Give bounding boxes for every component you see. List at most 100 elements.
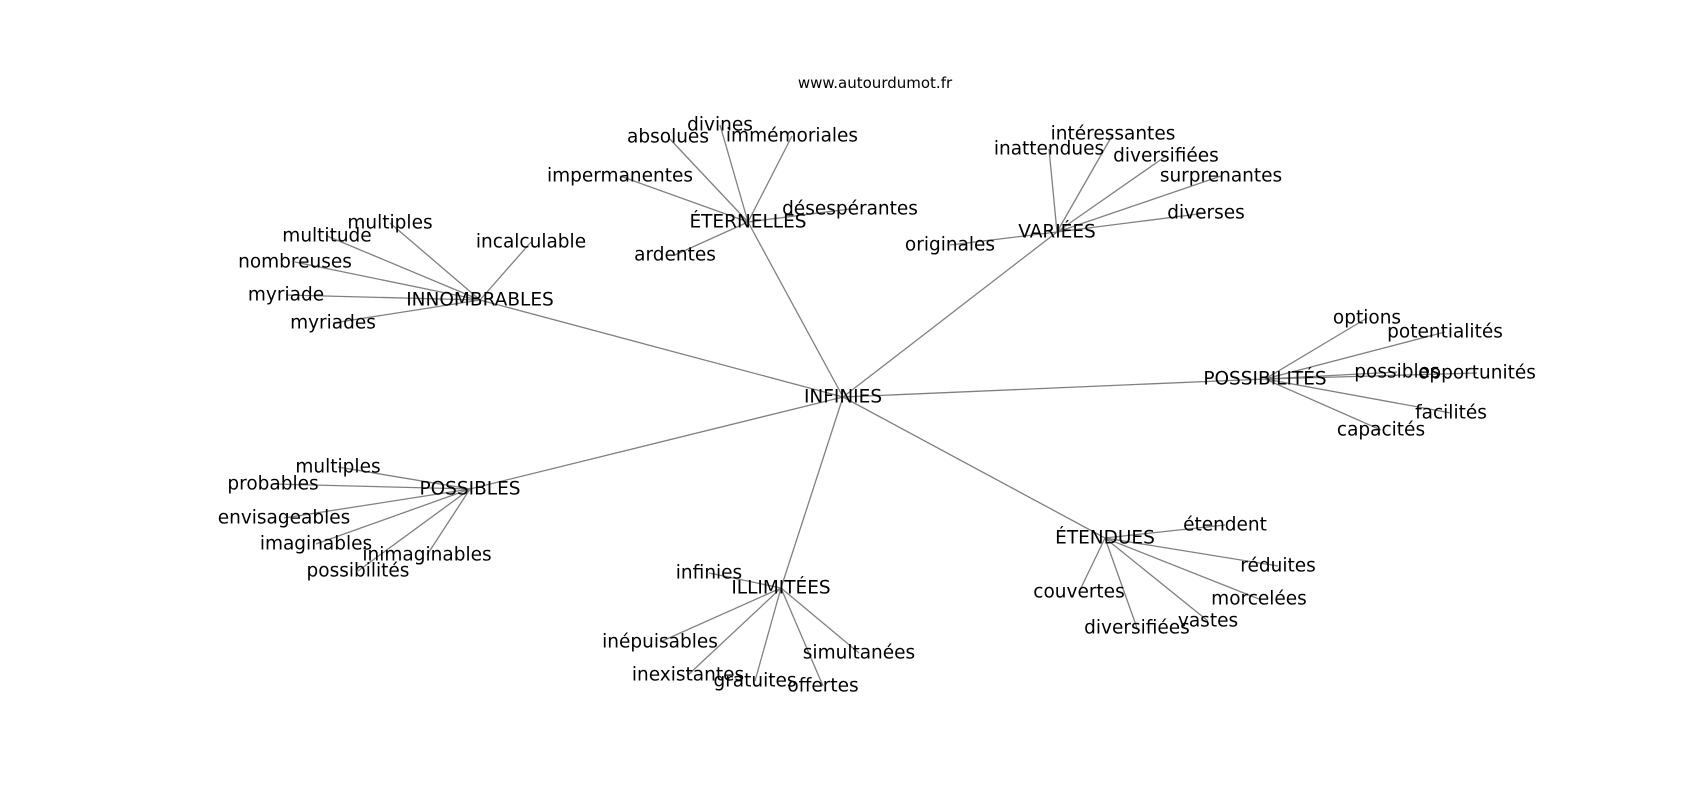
leaf-node[interactable]: possibilités xyxy=(307,561,410,582)
hub-node-innombrables[interactable]: INNOMBRABLES xyxy=(406,290,554,311)
edge-possibilites-leaf xyxy=(1264,378,1382,431)
leaf-node[interactable]: inimaginables xyxy=(362,545,491,566)
edge-possibilites-leaf xyxy=(1264,378,1452,414)
edge-possibilites-leaf xyxy=(1264,331,1446,380)
edge-illimitees-leaf xyxy=(780,587,860,654)
leaf-node[interactable]: intéressantes xyxy=(1051,124,1176,145)
edge-variees-leaf xyxy=(1048,148,1058,233)
leaf-node[interactable]: diversifiées xyxy=(1113,146,1219,167)
leaf-node[interactable]: originales xyxy=(905,235,995,256)
edge-possibles-leaf xyxy=(357,488,471,572)
edge-etendues-leaf xyxy=(1104,537,1279,567)
hub-node-possibilites[interactable]: POSSIBILITÉS xyxy=(1203,368,1326,390)
edge-possibles-leaf xyxy=(272,483,471,490)
edge-innombrables-leaf xyxy=(285,294,481,301)
edge-possibilites-leaf xyxy=(1264,317,1368,380)
leaf-node[interactable]: étendent xyxy=(1183,515,1267,536)
edge-center-innombrables xyxy=(479,299,844,398)
leaf-node[interactable]: potentialités xyxy=(1387,322,1503,343)
edge-center-eternelles xyxy=(747,221,844,398)
edge-innombrables-leaf xyxy=(294,261,481,301)
edge-etendues-leaf xyxy=(1104,524,1226,539)
edge-etendues-leaf xyxy=(1104,537,1260,600)
edge-variees-leaf xyxy=(1056,175,1222,233)
hub-node-possibles[interactable]: POSSIBLES xyxy=(419,479,520,500)
edge-possibles-leaf xyxy=(426,488,471,556)
edge-eternelles-leaf xyxy=(747,135,793,223)
edge-eternelles-leaf xyxy=(619,175,749,223)
edge-illimitees-leaf xyxy=(780,587,824,687)
edge-innombrables-leaf xyxy=(332,299,481,324)
edge-eternelles-leaf xyxy=(747,208,851,223)
leaf-node[interactable]: options xyxy=(1333,308,1401,329)
hub-node-eternelles[interactable]: ÉTERNELLES xyxy=(689,211,806,233)
hub-node-etendues[interactable]: ÉTENDUES xyxy=(1055,527,1155,549)
leaf-node[interactable]: opportunités xyxy=(1418,363,1536,384)
leaf-node[interactable]: réduites xyxy=(1240,556,1315,577)
edge-variees-leaf xyxy=(1056,155,1167,233)
leaf-node[interactable]: gratuites xyxy=(713,671,796,692)
edge-center-possibles xyxy=(469,396,844,490)
leaf-node[interactable]: myriade xyxy=(248,285,324,306)
leaf-node[interactable]: inattendues xyxy=(994,139,1104,160)
edge-center-variees xyxy=(842,231,1058,398)
site-url: www.autourdumot.fr xyxy=(798,74,953,92)
leaf-node[interactable]: imaginables xyxy=(260,534,372,555)
center-node[interactable]: INFINIES xyxy=(804,387,882,408)
leaf-node[interactable]: simultanées xyxy=(803,643,915,664)
edge-possibilites-leaf xyxy=(1264,372,1478,380)
edge-eternelles-leaf xyxy=(667,136,749,223)
leaf-node[interactable]: envisageables xyxy=(218,508,351,529)
edge-innombrables-leaf xyxy=(326,235,481,301)
hub-node-illimitees[interactable]: ILLIMITÉES xyxy=(731,577,830,599)
graph-edges xyxy=(272,124,1478,687)
leaf-node[interactable]: absolues xyxy=(627,127,709,148)
edge-etendues-leaf xyxy=(1104,537,1138,629)
leaf-node[interactable]: offertes xyxy=(787,676,858,697)
edge-center-possibilites xyxy=(842,378,1266,398)
edge-center-illimitees xyxy=(780,396,844,589)
edge-eternelles-leaf xyxy=(674,221,749,256)
leaf-node[interactable]: couvertes xyxy=(1033,582,1124,603)
leaf-node[interactable]: diversifiées xyxy=(1084,618,1190,639)
leaf-node[interactable]: surprenantes xyxy=(1160,166,1282,187)
leaf-node[interactable]: myriades xyxy=(290,313,376,334)
leaf-node[interactable]: diverses xyxy=(1167,203,1244,224)
leaf-node[interactable]: ardentes xyxy=(634,245,716,266)
leaf-node[interactable]: nombreuses xyxy=(238,252,352,273)
leaf-node[interactable]: inépuisables xyxy=(602,632,718,653)
edge-possibles-leaf xyxy=(337,466,471,490)
edge-illimitees-leaf xyxy=(754,587,782,682)
edge-etendues-leaf xyxy=(1078,537,1106,593)
edge-eternelles-leaf xyxy=(719,124,749,223)
leaf-node[interactable]: possibles xyxy=(1354,362,1439,383)
leaf-node[interactable]: inexistantes xyxy=(632,665,744,686)
leaf-node[interactable]: multitude xyxy=(282,226,371,247)
leaf-node[interactable]: multiples xyxy=(295,457,380,478)
edge-etendues-leaf xyxy=(1104,537,1209,622)
leaf-node[interactable]: divines xyxy=(687,115,753,136)
leaf-node[interactable]: impermanentes xyxy=(547,166,693,187)
edge-innombrables-leaf xyxy=(389,222,481,301)
leaf-node[interactable]: facilités xyxy=(1415,403,1487,424)
leaf-node[interactable]: incalculable xyxy=(476,232,586,253)
hub-node-variees[interactable]: VARIÉES xyxy=(1018,221,1096,243)
edge-illimitees-leaf xyxy=(659,587,782,643)
edge-illimitees-leaf xyxy=(708,572,782,589)
leaf-node[interactable]: infinies xyxy=(676,563,742,584)
leaf-node[interactable]: désespérantes xyxy=(782,199,918,220)
leaf-node[interactable]: capacités xyxy=(1337,420,1425,441)
leaf-node[interactable]: probables xyxy=(227,474,318,495)
leaf-node[interactable]: morcelées xyxy=(1211,589,1307,610)
leaf-node[interactable]: immémoriales xyxy=(726,126,858,147)
leaf-node[interactable]: multiples xyxy=(347,213,432,234)
edge-variees-leaf xyxy=(949,231,1058,246)
edge-illimitees-leaf xyxy=(687,587,782,676)
edge-variees-leaf xyxy=(1056,133,1114,233)
edge-possibles-leaf xyxy=(315,488,471,545)
leaf-node[interactable]: vastes xyxy=(1178,611,1238,632)
edge-innombrables-leaf xyxy=(479,241,532,301)
edge-possibles-leaf xyxy=(283,488,471,519)
edge-variees-leaf xyxy=(1056,212,1207,233)
